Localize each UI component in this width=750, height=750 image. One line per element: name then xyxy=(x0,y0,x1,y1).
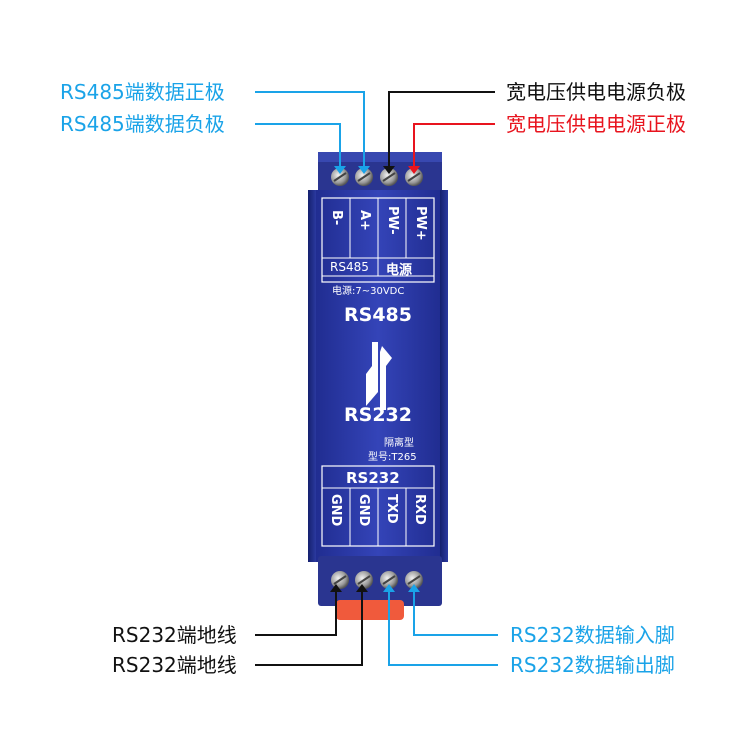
leader-rs232-out xyxy=(388,592,498,666)
leader-rs485-pos xyxy=(255,91,365,166)
arrowheads xyxy=(330,166,420,592)
label-rs485-neg: RS485端数据负极 xyxy=(60,112,225,136)
pin-label-gnd-2: GND xyxy=(356,494,371,527)
title-rs485: RS485 xyxy=(344,304,412,326)
voltage-spec: 电源:7~30VDC xyxy=(332,286,405,297)
isolated-type: 隔离型 xyxy=(384,438,414,449)
pin-label-pw-minus: PW- xyxy=(385,206,400,235)
label-rs232-out: RS232数据输出脚 xyxy=(510,653,675,677)
model-number: 型号:T265 xyxy=(368,452,417,463)
top-screws xyxy=(331,168,423,186)
pin-label-rxd: RXD xyxy=(412,494,427,525)
bidirectional-arrow-icon xyxy=(366,342,392,410)
pin-label-b-minus: B- xyxy=(329,210,344,226)
group-label-rs232: RS232 xyxy=(346,469,400,487)
bottom-screws xyxy=(331,571,423,589)
pin-label-txd: TXD xyxy=(384,494,399,524)
pin-label-pw-plus: PW+ xyxy=(413,206,428,241)
bottom-terminal-block xyxy=(318,556,442,606)
leader-lines xyxy=(255,91,498,666)
leader-power-pos xyxy=(413,123,495,166)
label-rs232-in: RS232数据输入脚 xyxy=(510,623,675,647)
label-rs232-gnd2: RS232端地线 xyxy=(112,653,237,677)
group-label-power: 电源 xyxy=(386,263,413,278)
label-rs232-gnd1: RS232端地线 xyxy=(112,623,237,647)
label-rs485-pos: RS485端数据正极 xyxy=(60,80,225,104)
leader-rs232-gnd1 xyxy=(255,592,337,636)
pin-label-a-plus: A+ xyxy=(357,210,372,231)
title-rs232: RS232 xyxy=(344,404,412,426)
pin-label-gnd-1: GND xyxy=(328,494,343,527)
leader-rs232-in xyxy=(413,592,498,636)
leader-rs485-neg xyxy=(255,123,341,166)
group-label-rs485: RS485 xyxy=(330,260,369,274)
leader-rs232-gnd2 xyxy=(255,592,363,666)
label-power-pos: 宽电压供电电源正极 xyxy=(506,112,686,136)
leader-power-neg xyxy=(388,91,495,166)
label-power-neg: 宽电压供电电源负极 xyxy=(506,80,686,104)
